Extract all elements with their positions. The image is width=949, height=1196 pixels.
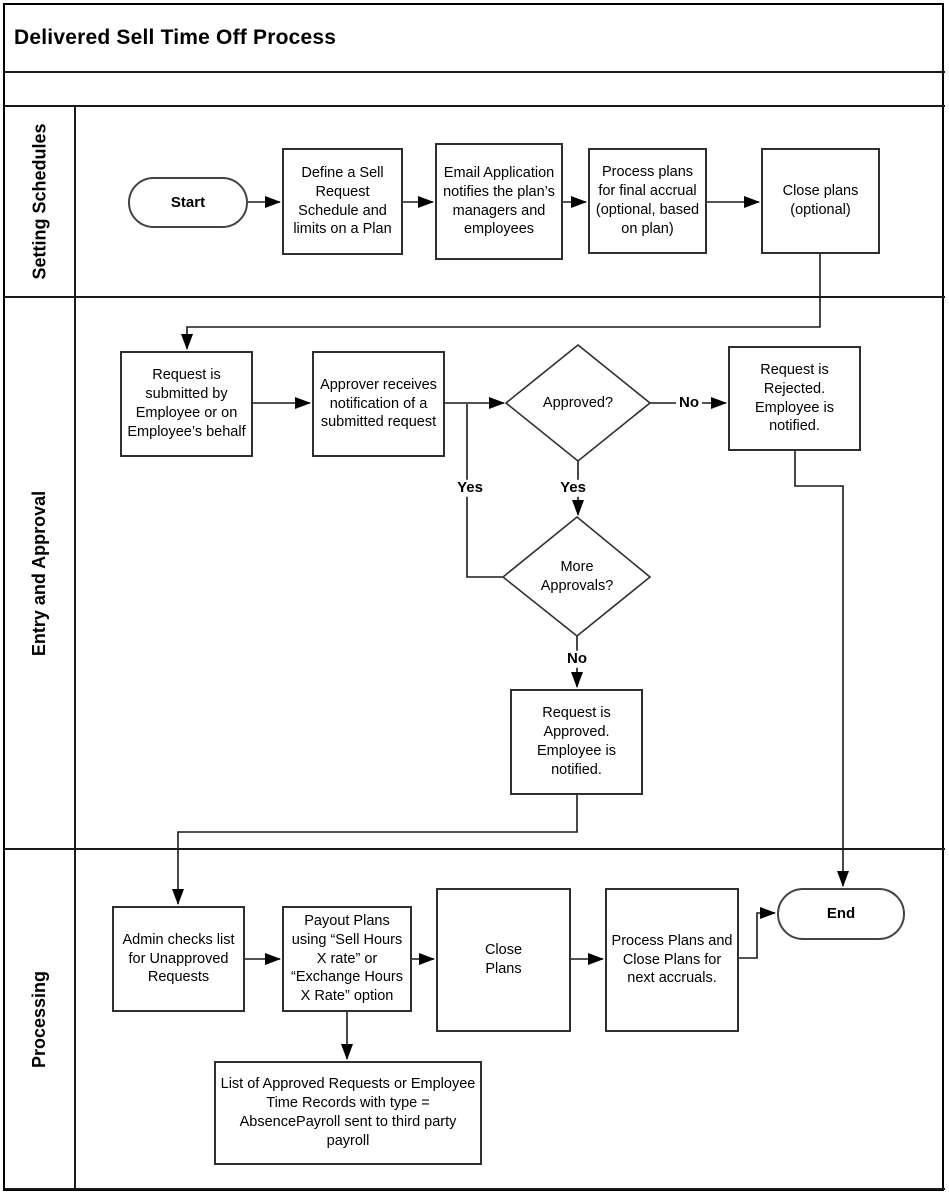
no-down-label: No: [564, 650, 590, 668]
email-application-step: Email Application notifies the plan’s ma…: [435, 143, 563, 260]
approver-notified-step: Approver receives notification of a subm…: [312, 351, 445, 457]
lane1-divider-line: [4, 296, 945, 298]
request-approved-step: Request is Approved. Employee is notifie…: [510, 689, 643, 795]
request-rejected-step: Request is Rejected. Employee is notifie…: [728, 346, 861, 451]
no-right-label: No: [676, 394, 702, 412]
lane2-divider-line: [4, 848, 945, 850]
lane-setting-schedules: Setting Schedules: [5, 107, 75, 296]
payout-plans-step: Payout Plans using “Sell Hours X rate” o…: [282, 906, 412, 1012]
list-approved-requests-note: List of Approved Requests or Employee Ti…: [214, 1061, 482, 1165]
lane-processing-label: Processing: [29, 970, 50, 1068]
lane-label-column-line: [74, 105, 76, 1190]
lane-setting-schedules-label: Setting Schedules: [29, 123, 50, 280]
close-plans-optional-step: Close plans (optional): [761, 148, 880, 254]
start-label: Start: [170, 193, 206, 211]
lane3-divider-line: [4, 1188, 945, 1190]
close-plans-step: Close Plans: [436, 888, 571, 1032]
subtitle-divider-line: [4, 105, 945, 107]
yes-down-label: Yes: [557, 479, 589, 497]
title-row: Delivered Sell Time Off Process: [5, 5, 942, 71]
lane-entry-approval-label: Entry and Approval: [29, 490, 50, 656]
process-final-accrual-step: Process plans for final accrual (optiona…: [588, 148, 707, 254]
approved-decision-label: Approved?: [542, 394, 614, 411]
start-terminator: Start: [128, 177, 248, 228]
lane-entry-approval: Entry and Approval: [5, 298, 75, 848]
more-approvals-decision-label: More Approvals?: [540, 559, 614, 594]
page-title: Delivered Sell Time Off Process: [14, 26, 337, 49]
process-next-accruals-step: Process Plans and Close Plans for next a…: [605, 888, 739, 1032]
end-label: End: [826, 905, 856, 923]
end-terminator: End: [777, 888, 905, 940]
diagram-outer-border: [3, 3, 944, 1191]
title-divider-line: [4, 71, 945, 73]
yes-loop-label: Yes: [454, 479, 486, 497]
lane-processing: Processing: [5, 850, 75, 1188]
admin-checks-step: Admin checks list for Unapproved Request…: [112, 906, 245, 1012]
define-schedule-step: Define a Sell Request Schedule and limit…: [282, 148, 403, 255]
request-submitted-step: Request is submitted by Employee or on E…: [120, 351, 253, 457]
